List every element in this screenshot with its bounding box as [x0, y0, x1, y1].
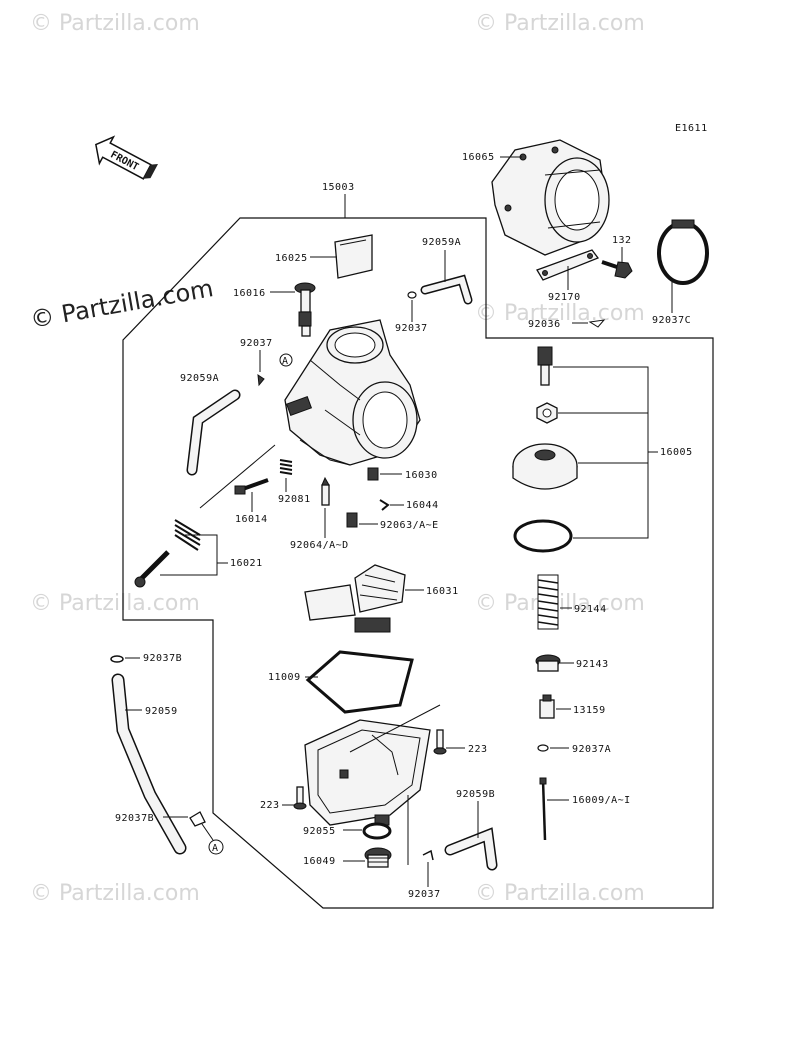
screw-part [433, 729, 447, 755]
watermark: © Partzilla.com [30, 591, 200, 616]
part-label-92144: 92144 [574, 604, 607, 615]
valve-part [539, 694, 555, 719]
part-label-92059B: 92059B [456, 789, 495, 800]
gasket-part [305, 650, 414, 714]
main-jet-part [346, 512, 358, 528]
float-part [304, 564, 406, 633]
part-label-92037C: 92037C [652, 315, 691, 326]
cover-part [334, 234, 373, 279]
assembly-frame [122, 217, 714, 909]
watermark: © Partzilla.com [475, 11, 645, 36]
part-label-16016: 16016 [233, 288, 266, 299]
part-label-16049: 16049 [303, 856, 336, 867]
band-clamp-part [657, 219, 709, 285]
part-label-92037-left: 92037 [240, 338, 273, 349]
front-arrow-icon: FRONT [95, 135, 159, 180]
watermark: © Partzilla.com [30, 881, 200, 906]
spring-part [279, 459, 293, 475]
o-ring-part [362, 822, 392, 840]
float-bowl-part [304, 719, 431, 826]
watermark: © Partzilla.com [475, 301, 645, 326]
diagram-code: E1611 [675, 123, 708, 134]
part-label-16005: 16005 [660, 447, 693, 458]
part-label-92170: 92170 [548, 292, 581, 303]
part-label-92064: 92064/A~D [290, 540, 349, 551]
part-label-11009: 11009 [268, 672, 301, 683]
watermark-main: © Partzilla.com [28, 274, 215, 334]
part-label-132: 132 [612, 235, 632, 246]
part-label-92059: 92059 [145, 706, 178, 717]
jet-part [367, 467, 379, 481]
watermark: © Partzilla.com [475, 881, 645, 906]
part-label-16030: 16030 [405, 470, 438, 481]
jet-needle-part [539, 777, 547, 841]
top-cap-part [512, 346, 578, 553]
spring-part [537, 574, 559, 630]
bracket-part [536, 249, 600, 281]
part-label-92037B-bot: 92037B [115, 813, 154, 824]
part-label-16044: 16044 [406, 500, 439, 511]
callout-a-bottom: A [212, 843, 219, 854]
part-label-92059A-top: 92059A [422, 237, 461, 248]
part-label-223-right: 223 [468, 744, 488, 755]
part-label-92036: 92036 [528, 319, 561, 330]
part-label-92063: 92063/A~E [380, 520, 439, 531]
throttle-stop-screw-part [134, 519, 201, 588]
plug-part [535, 654, 561, 672]
part-label-16025: 16025 [275, 253, 308, 264]
callout-a-top: A [282, 356, 289, 367]
part-label-92037-top: 92037 [395, 323, 428, 334]
watermark: © Partzilla.com [475, 591, 645, 616]
clip-part [110, 655, 124, 663]
part-label-92059A-left: 92059A [180, 373, 219, 384]
clip-part [407, 291, 417, 299]
part-label-16009: 16009/A~I [572, 795, 631, 806]
bolt-part [601, 260, 633, 279]
needle-jet-part [321, 476, 330, 506]
watermark: © Partzilla.com [30, 11, 200, 36]
intake-manifold-part [491, 139, 610, 256]
part-label-16021: 16021 [230, 558, 263, 569]
part-label-16065: 16065 [462, 152, 495, 163]
part-label-13159: 13159 [573, 705, 606, 716]
clip-part [257, 373, 265, 387]
clip-part [537, 744, 549, 752]
carburetor-body-part [284, 319, 421, 466]
part-label-15003: 15003 [322, 182, 355, 193]
pilot-screw-part [234, 478, 269, 495]
part-label-223-left: 223 [260, 800, 280, 811]
clip-part [379, 499, 390, 511]
clip-part [422, 849, 434, 861]
screw-part [293, 786, 307, 810]
part-label-92081: 92081 [278, 494, 311, 505]
drain-plug-part [364, 847, 392, 868]
clip-part [588, 319, 606, 328]
adjuster-screw-part [294, 282, 316, 337]
part-label-92055: 92055 [303, 826, 336, 837]
part-label-16014: 16014 [235, 514, 268, 525]
part-label-92143: 92143 [576, 659, 609, 670]
part-label-92037-bot: 92037 [408, 889, 441, 900]
clip-part [189, 811, 206, 827]
part-label-92037B-top: 92037B [143, 653, 182, 664]
part-label-16031: 16031 [426, 586, 459, 597]
part-label-92037A: 92037A [572, 744, 611, 755]
